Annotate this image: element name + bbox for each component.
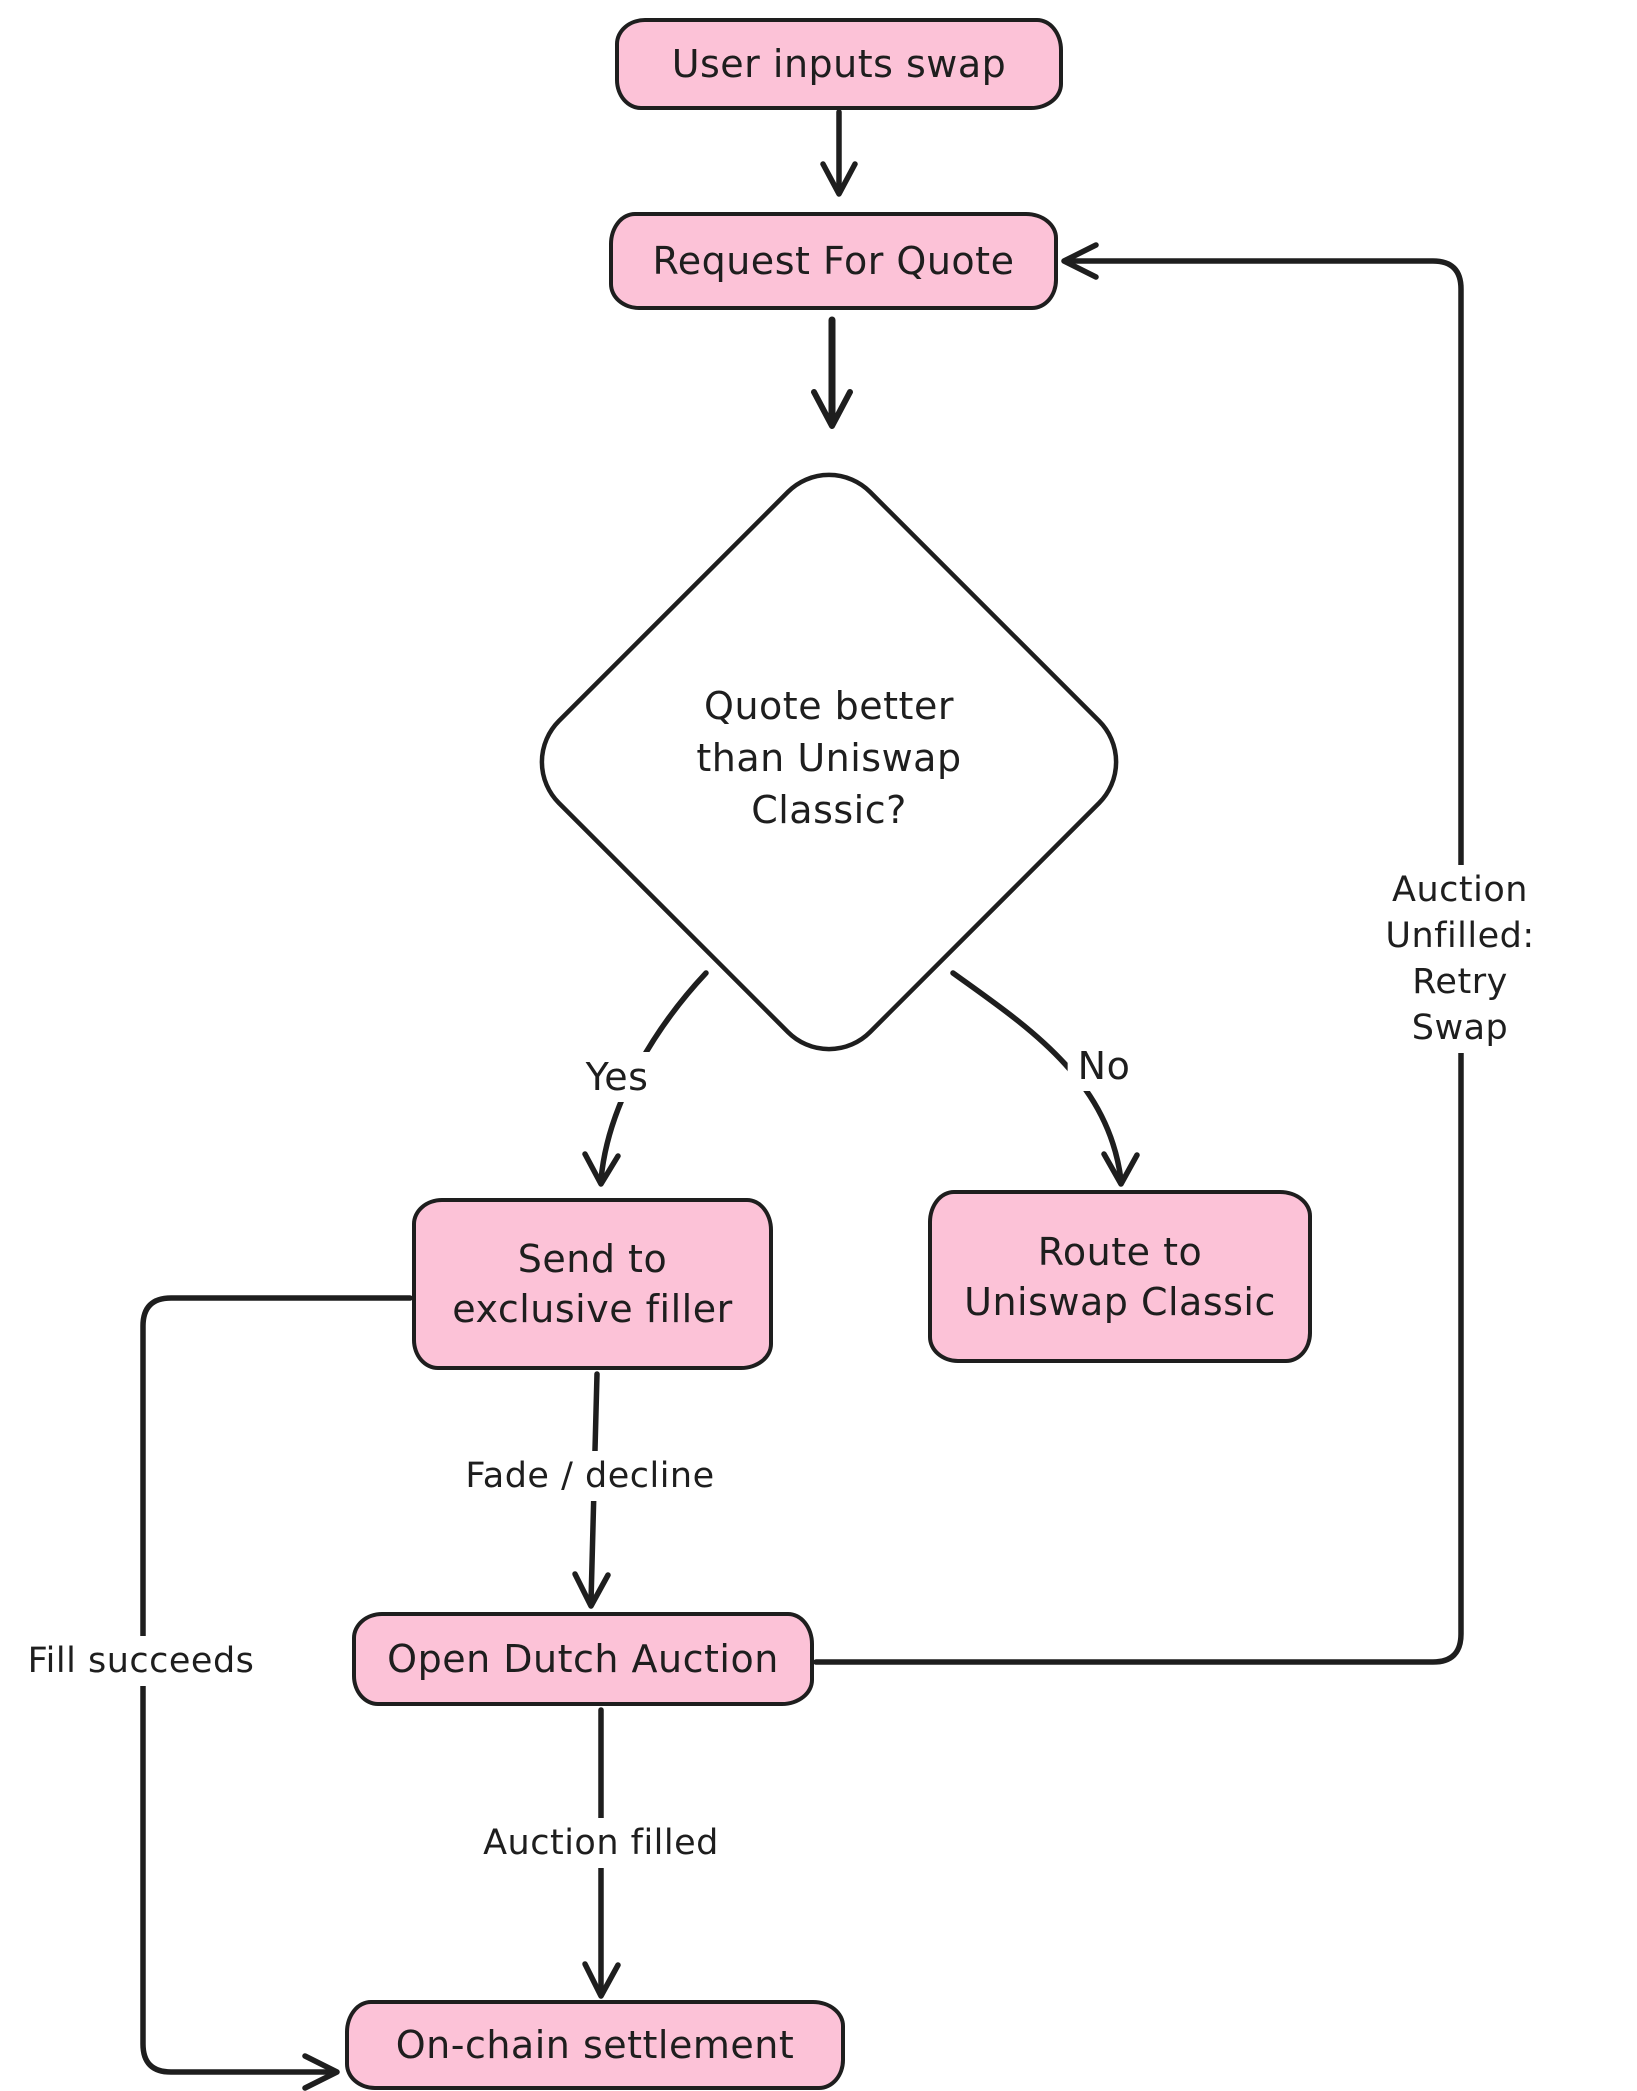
node-send-exclusive-filler: Send to exclusive filler <box>412 1198 773 1370</box>
arrowhead-auction-filled <box>582 1961 621 1999</box>
node-user-inputs-swap: User inputs swap <box>615 18 1063 110</box>
node-open-dutch-auction: Open Dutch Auction <box>352 1612 814 1706</box>
arrowhead-rfq-to-decision <box>811 389 853 429</box>
arrowhead-yes <box>582 1151 621 1187</box>
arrowhead-retry-loop <box>1061 242 1099 280</box>
edge-label-fade-decline: Fade / decline <box>455 1451 725 1501</box>
edge-label-auction-filled: Auction filled <box>473 1818 729 1868</box>
decision-diamond-shape <box>539 472 1119 1052</box>
edge-label-yes: Yes <box>575 1052 659 1102</box>
edge-retry-loop <box>813 258 1464 1665</box>
node-on-chain-settlement: On-chain settlement <box>345 2000 845 2090</box>
node-decision-label: Quote better than Uniswap Classic? <box>696 684 962 832</box>
arrowhead-fade-decline <box>572 1571 611 1609</box>
edge-label-auction-unfilled-retry: Auction Unfilled: Retry Swap <box>1371 865 1549 1053</box>
node-route-uniswap-classic: Route to Uniswap Classic <box>928 1190 1312 1363</box>
arrowhead-fill-succeeds-loop <box>302 2053 340 2091</box>
edge-label-no: No <box>1067 1041 1141 1091</box>
arrowhead-no <box>1101 1151 1140 1187</box>
arrowhead-input-to-rfq <box>820 161 858 197</box>
node-request-for-quote: Request For Quote <box>609 212 1058 310</box>
edge-label-fill-succeeds: Fill succeeds <box>17 1636 265 1686</box>
edge-no <box>950 970 1124 1183</box>
